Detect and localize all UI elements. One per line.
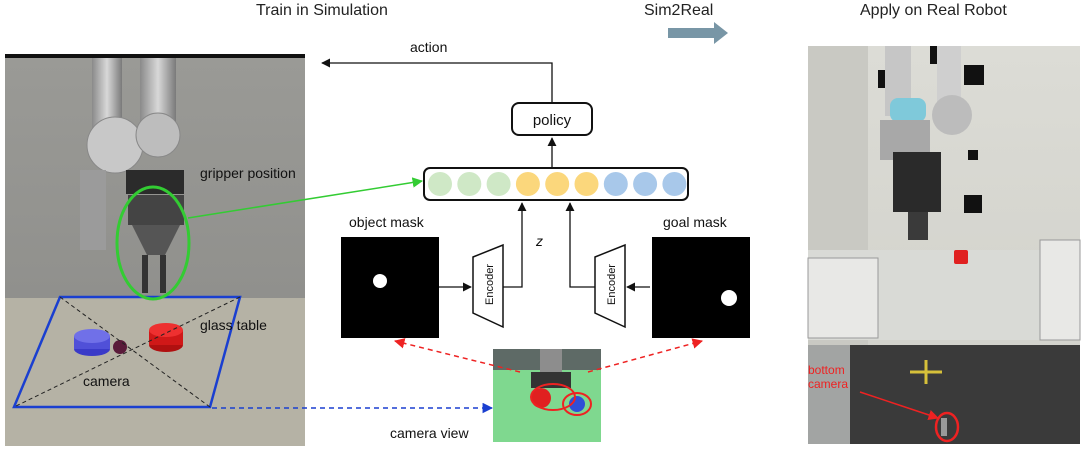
encoder-left-label: Encoder: [484, 264, 496, 305]
latent-vector-cells: [428, 172, 687, 196]
policy-box: [511, 102, 593, 136]
latent-cell-goal: [603, 172, 628, 196]
encoder-right-label: Encoder: [606, 264, 618, 305]
latent-cell-gripper: [457, 172, 482, 196]
object-mask-label: object mask: [349, 214, 424, 230]
latent-cell-gripper: [428, 172, 452, 196]
gripper-position-label: gripper position: [200, 165, 296, 181]
gripper-to-latent-arrow: [187, 177, 424, 219]
header-apply-on-real-robot: Apply on Real Robot: [860, 2, 1007, 19]
encoder-left-to-latent-arrow: [503, 202, 527, 288]
latent-cell-goal: [633, 172, 658, 196]
encoder-right-shape: [594, 243, 626, 329]
simulation-image: [5, 54, 305, 446]
bottom-camera-label: bottom camera: [808, 363, 849, 391]
encoder-left-shape: [472, 243, 504, 329]
latent-cell-object: [574, 172, 599, 196]
object-mask-image: [341, 237, 439, 338]
camera-label: camera: [83, 373, 130, 389]
policy-label: policy: [532, 112, 572, 129]
view-to-goal-mask-arrow: [587, 338, 704, 373]
action-label: action: [410, 39, 448, 55]
latent-cell-object: [545, 172, 570, 196]
glass-table-outline: [12, 295, 242, 409]
sim2real-arrow-icon: [668, 22, 728, 44]
goal-mask-image: [652, 237, 750, 338]
camera-view-label: camera view: [390, 425, 469, 441]
goal-mask-label: goal mask: [663, 214, 727, 230]
latent-cell-gripper: [486, 172, 511, 196]
header-train-in-simulation: Train in Simulation: [256, 2, 388, 19]
view-to-object-mask-arrow: [393, 338, 521, 373]
latent-cell-goal: [662, 172, 687, 196]
goal-mask-blob: [721, 290, 737, 306]
encoder-right-to-latent-arrow: [565, 202, 595, 288]
z-label: z: [536, 233, 543, 249]
table-diagonal-1: [59, 296, 211, 408]
action-arrow: [321, 58, 553, 103]
header-sim2real: Sim2Real: [644, 2, 714, 19]
object-mask-blob: [373, 274, 387, 288]
bottom-camera-arrow: [859, 391, 939, 420]
latent-cell-object: [515, 172, 540, 196]
camera-view-image: [493, 349, 601, 442]
gripper-highlight-ellipse: [115, 185, 191, 301]
glass-table-label: glass table: [200, 317, 267, 333]
real-robot-photo: [807, 46, 1081, 444]
